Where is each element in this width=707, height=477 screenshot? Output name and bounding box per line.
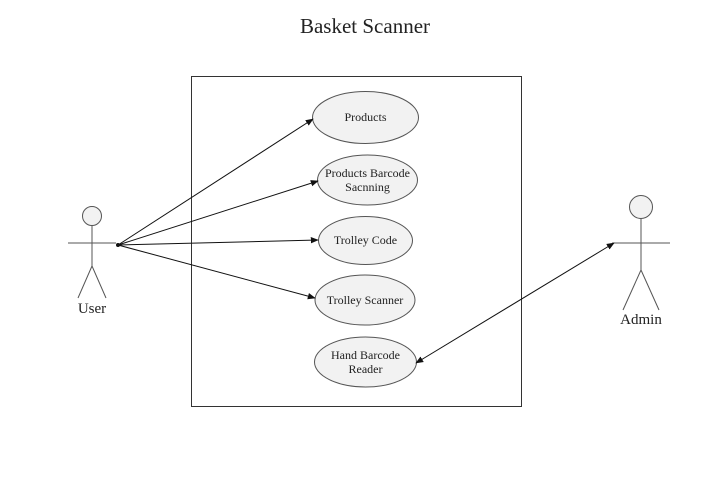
association-user-trolley-scanner: [117, 244, 316, 300]
associations: [116, 118, 615, 364]
actor-admin: Admin: [612, 195, 670, 328]
use-case-products-barcode-scanning-label-line-2: Sacnning: [345, 180, 390, 194]
user-association-origin-dot: [116, 243, 120, 247]
use-case-hand-barcode-reader-label-line-1: Hand Barcode: [331, 348, 400, 362]
association-admin-hand-barcode-reader: [415, 242, 615, 364]
use-case-products-barcode-scanning-label-line-1: Products Barcode: [325, 166, 410, 180]
association-user-products: [117, 118, 314, 246]
use-case-products: Products: [312, 91, 419, 144]
use-case-products-barcode-scanning: Products Barcode Sacnning: [317, 154, 418, 206]
use-case-trolley-scanner-shape: [314, 274, 416, 326]
actor-admin-label: Admin: [620, 312, 662, 328]
actor-admin-leg-left: [622, 269, 642, 311]
system-boundary: [191, 76, 522, 407]
association-user-trolley-code: [117, 236, 319, 246]
association-user-products-barcode-scanning: [117, 180, 319, 246]
use-case-hand-barcode-reader-label-line-2: Reader: [349, 362, 383, 376]
actor-user-leg-right: [91, 265, 107, 299]
actor-user-head: [82, 206, 102, 226]
actor-admin-leg-right: [640, 269, 660, 311]
use-case-trolley-code: Trolley Code: [318, 216, 413, 265]
use-case-trolley-code-label: Trolley Code: [334, 233, 397, 247]
actor-user-leg-left: [77, 265, 93, 299]
use-case-trolley-scanner-label: Trolley Scanner: [327, 293, 404, 307]
use-case-trolley-scanner: Trolley Scanner: [314, 274, 416, 326]
use-case-products-shape: [312, 91, 419, 144]
use-case-hand-barcode-reader: Hand Barcode Reader: [314, 336, 417, 388]
actor-admin-head: [629, 195, 653, 219]
use-case-products-barcode-scanning-shape: [317, 154, 418, 206]
actor-user: User: [68, 206, 116, 317]
actor-user-label: User: [78, 301, 106, 317]
diagram-title: Basket Scanner: [300, 14, 430, 38]
use-case-products-label: Products: [345, 110, 387, 124]
